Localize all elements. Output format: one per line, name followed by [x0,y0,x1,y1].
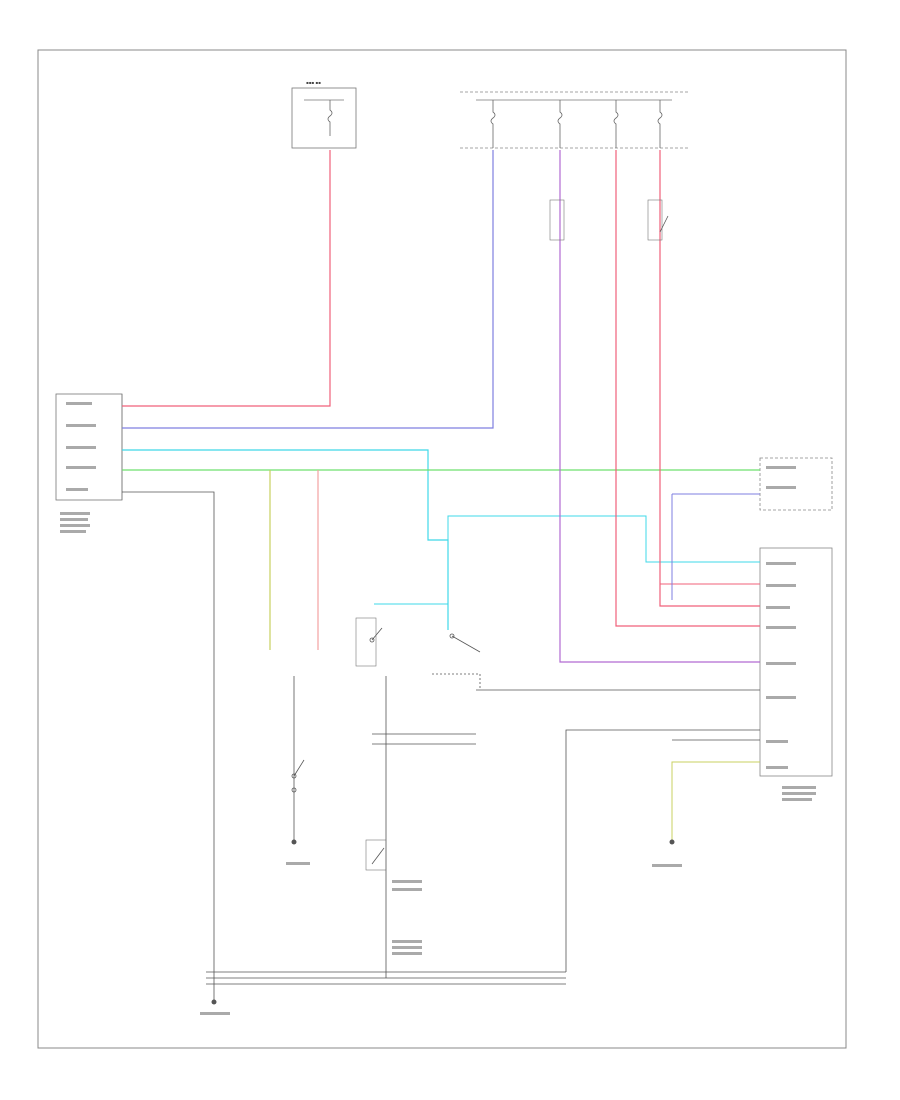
label-mark [766,466,796,469]
switch-cl-blade [371,847,385,865]
switch-right-blade [451,635,481,653]
wire-red-fuse2d [659,150,760,607]
switch-cu-contact [369,637,375,643]
label-mark [766,696,796,699]
label-mark [60,512,90,515]
label-mark [66,446,96,449]
label-mark [60,518,88,521]
label-mark [60,524,90,527]
fuse-2d-symbol [657,100,663,148]
wire-violet-fuse2b [559,150,760,663]
switch-left-blade [293,759,305,777]
switch-fuse2d-blade [659,215,669,233]
wire-red-fuse1-to-module [122,150,331,407]
wire-red-fuse2c [615,150,760,627]
label-mark [782,786,816,789]
label-mark [392,880,422,883]
label-mark [766,486,796,489]
wire-cyan-branch-right [447,515,760,563]
switch-cu-bracket [355,617,377,667]
switch-center-lower [365,839,387,871]
label-mark [782,792,816,795]
ground-left-node [291,839,297,845]
ground-right-node [669,839,675,845]
fuse-box-1-label: ▪▪▪ ▪▪ [306,80,321,85]
label-mark [766,626,796,629]
label-mark [66,488,88,491]
fuse-box-1: ▪▪▪ ▪▪ [291,80,357,149]
switch-left [291,759,305,793]
switch-cu-blade [371,627,383,641]
switch-center-upper [355,617,383,667]
wire-yellowgreen-right-ground [671,761,760,840]
fuse-1-symbol [327,100,333,136]
switch-fuse2b-bracket [549,199,565,241]
fuse-box-2 [460,91,690,149]
wire-blue-right-mid [671,493,760,600]
label-mark [66,466,96,469]
diagram-border [37,49,847,1049]
fuse-box-1-outline [291,87,357,149]
label-mark [392,888,422,891]
label-mark [392,952,422,955]
wire-gray-module-ground [122,491,215,990]
ground-bottom-node [211,999,217,1005]
label-mark [766,584,796,587]
label-mark [652,864,682,867]
label-mark [766,606,790,609]
wire-cyan-module-to-switch [122,449,449,630]
switch-left-contact-bottom [291,787,297,793]
label-mark [66,424,96,427]
label-mark [392,946,422,949]
label-mark [60,530,86,533]
fuse-2a-symbol [490,100,496,148]
module-right-mid-outline [759,457,833,511]
switch-right-contact [449,633,455,639]
label-mark [286,862,310,865]
switch-right [432,633,481,690]
label-marks [60,402,816,1015]
ground-left [291,830,297,845]
label-mark [766,740,788,743]
label-mark [200,1012,230,1015]
switch-left-contact-top [291,773,297,779]
wire-gray-right-return [565,729,760,972]
switch-fuse2b [549,199,565,241]
label-mark [392,940,422,943]
label-mark [766,766,788,769]
switch-cl-bracket [365,839,387,871]
label-mark [782,798,812,801]
wire-blue-fuse2a-to-module [122,150,494,429]
ground-right [669,839,675,845]
ground-bottom [211,990,217,1005]
switch-fuse2d [647,199,669,241]
switch-fuse2d-bracket [647,199,663,241]
label-mark [66,402,92,405]
switch-right-body [432,673,481,690]
label-mark [766,562,796,565]
label-mark [766,662,796,665]
fuse-2b-symbol [557,100,563,148]
module-right-mid [759,457,833,511]
module-left [55,393,123,501]
fuse-2c-symbol [613,100,619,148]
wire-gray-center-h1 [372,733,476,745]
